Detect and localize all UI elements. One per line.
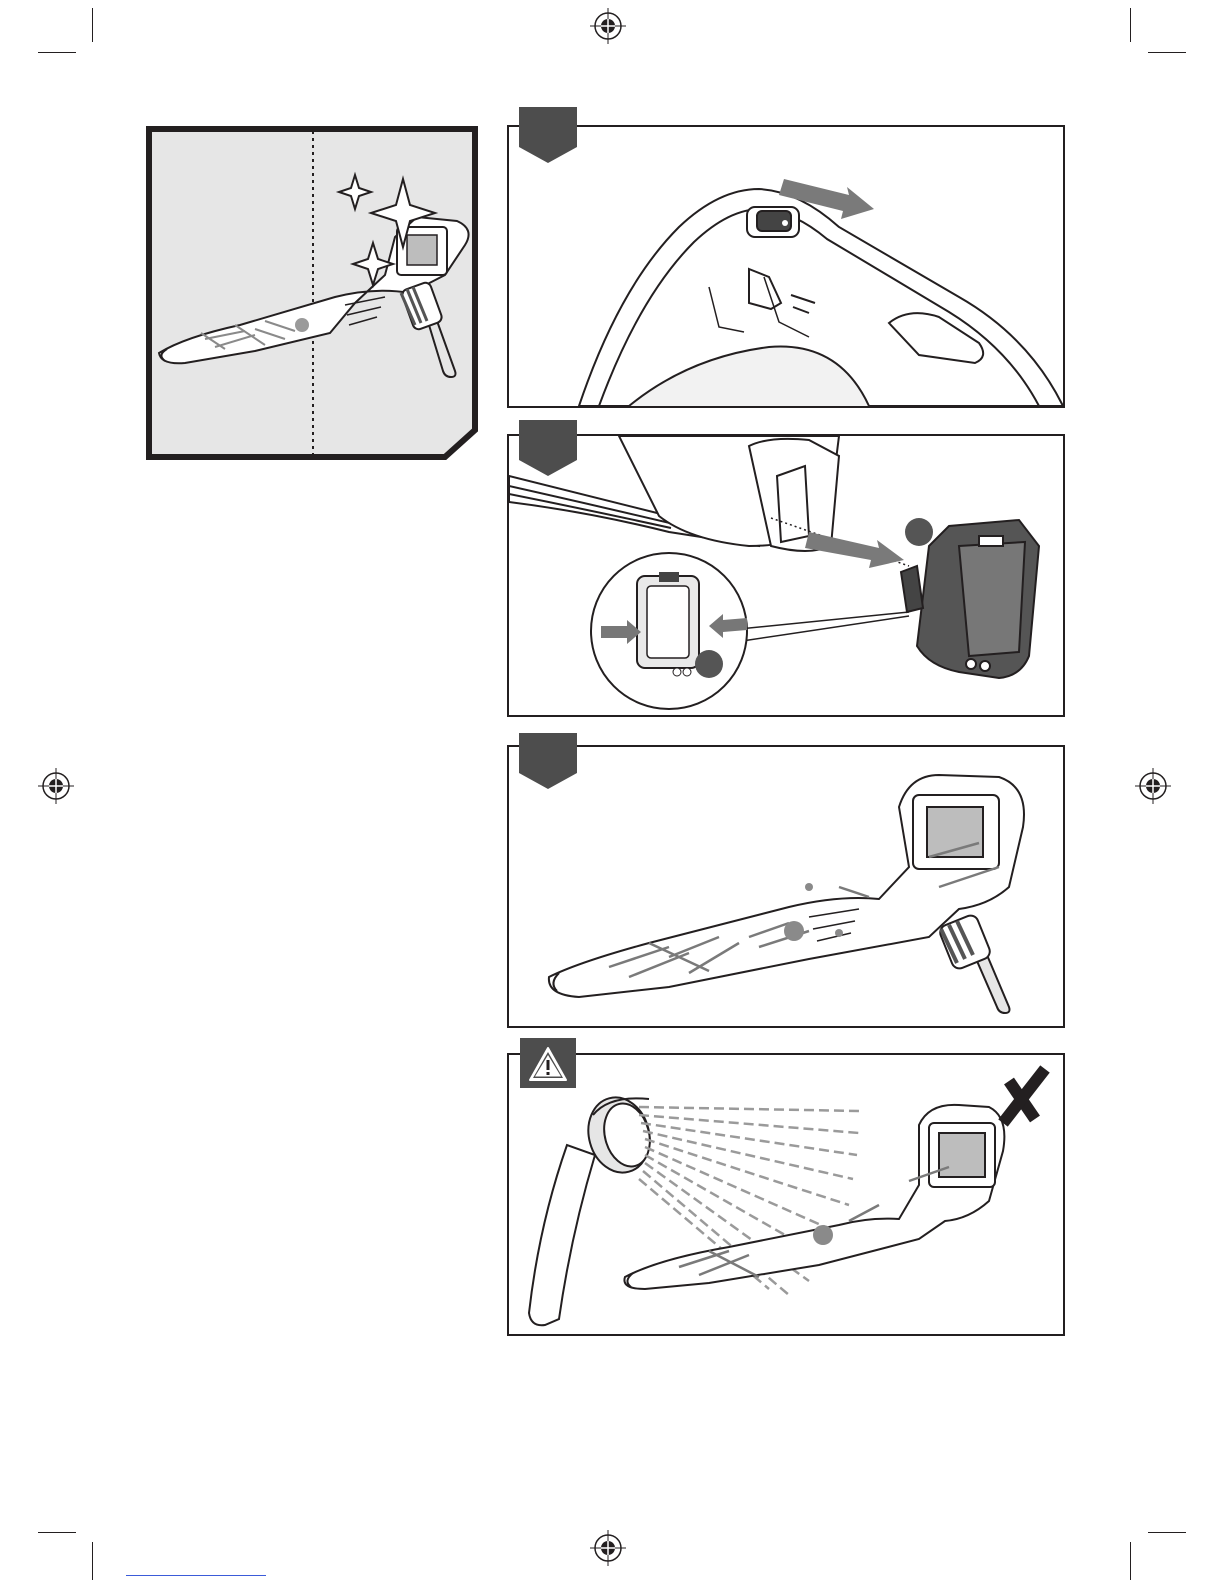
registration-mark-icon — [590, 8, 626, 44]
step-tab-1 — [519, 107, 577, 165]
step-tab-2 — [519, 420, 577, 478]
crop-mark — [1130, 1542, 1131, 1580]
warning-triangle-icon — [520, 1038, 576, 1088]
step-panel-4 — [507, 1053, 1065, 1336]
crop-mark — [1130, 8, 1131, 42]
shower-head-icon — [529, 1091, 658, 1326]
blower-illustration — [624, 1105, 1004, 1289]
crop-mark — [1148, 52, 1186, 53]
registration-mark-icon — [38, 768, 74, 804]
step-tab-3 — [519, 733, 577, 791]
footer-rule — [126, 1575, 266, 1576]
crop-mark — [92, 8, 93, 42]
arrow-right-icon — [805, 532, 904, 568]
callout-dot — [695, 650, 723, 678]
overview-panel — [145, 125, 481, 461]
cross-mark-icon — [1003, 1069, 1045, 1123]
lock-slider — [747, 207, 799, 237]
brush-icon — [938, 913, 1010, 1013]
callout-dot — [905, 518, 933, 546]
step-panel-1 — [507, 125, 1065, 408]
registration-mark-icon — [590, 1530, 626, 1566]
crop-mark — [38, 1532, 76, 1533]
step-panel-2 — [507, 434, 1065, 717]
registration-mark-icon — [1135, 768, 1171, 804]
step-panel-3 — [507, 745, 1065, 1028]
handle-illustration — [579, 189, 1063, 406]
crop-mark — [38, 52, 76, 53]
crop-mark — [92, 1542, 93, 1580]
zoom-circle-icon — [591, 553, 747, 709]
crop-mark — [1148, 1532, 1186, 1533]
